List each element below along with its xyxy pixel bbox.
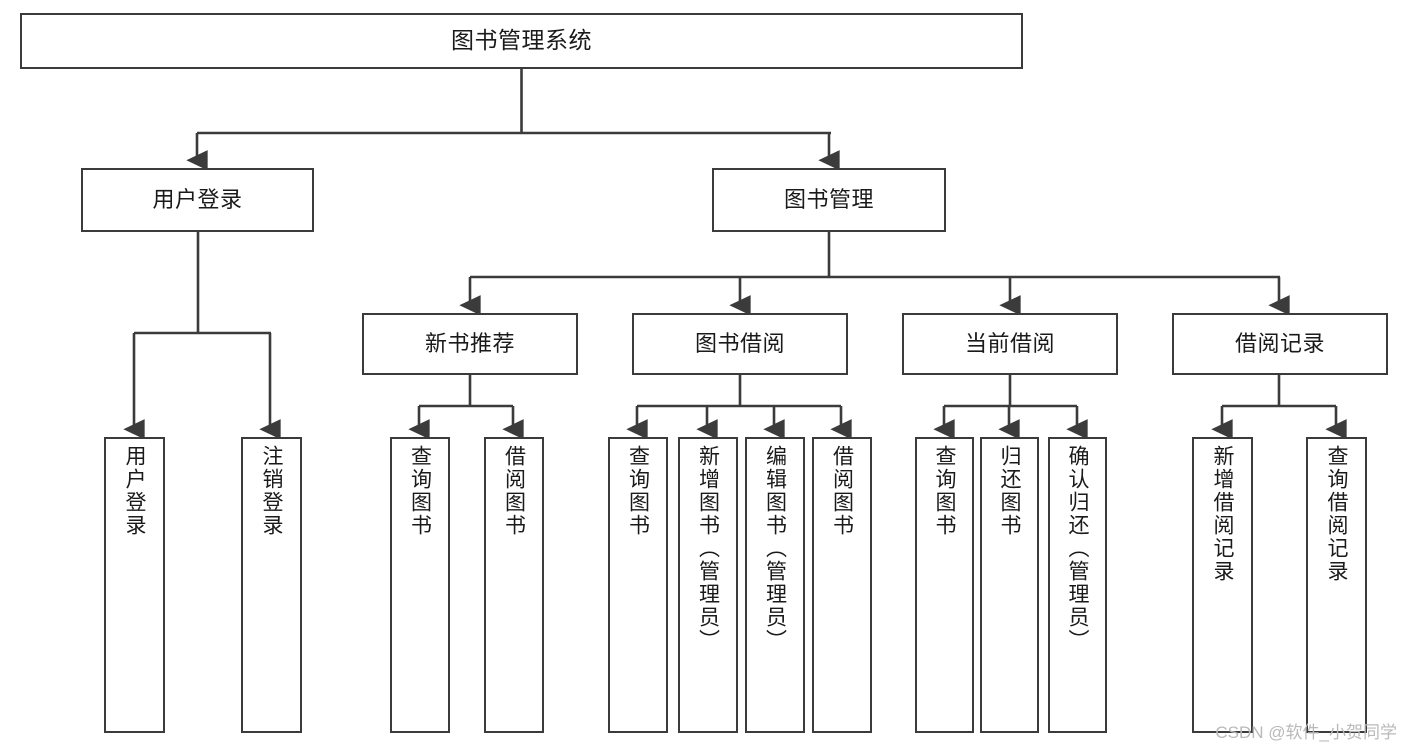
node-leaf-borrow-book[interactable]: 借阅图书 (812, 437, 872, 733)
node-root-book-management-system[interactable]: 图书管理系统 (20, 13, 1023, 69)
node-leaf-add-borrow-record[interactable]: 新增借阅记录 (1192, 437, 1253, 733)
node-leaf-query-borrow-record[interactable]: 查询借阅记录 (1306, 437, 1367, 733)
node-label: 新增借阅记录 (1211, 445, 1234, 583)
node-new-book-recommend[interactable]: 新书推荐 (362, 313, 578, 375)
node-label: 借阅图书 (830, 445, 854, 537)
node-leaf-return-book[interactable]: 归还图书 (980, 437, 1039, 733)
node-label: 借阅图书 (502, 445, 526, 537)
node-label: 查询借阅记录 (1325, 445, 1348, 583)
node-label: 当前借阅 (964, 331, 1055, 357)
node-label: 查询图书 (933, 445, 956, 537)
node-leaf-logout-login[interactable]: 注销登录 (241, 437, 302, 733)
node-label: 图书管理 (783, 187, 874, 213)
node-leaf-add-book-admin[interactable]: 新增图书（管理员） (678, 437, 738, 733)
node-label: 编辑图书（管理员） (763, 445, 787, 652)
node-label: 用户登录 (152, 187, 243, 213)
node-label: 图书借阅 (694, 331, 785, 357)
node-leaf-borrow-book-recommend[interactable]: 借阅图书 (484, 437, 544, 733)
node-leaf-user-login[interactable]: 用户登录 (104, 437, 165, 733)
node-label: 图书管理系统 (451, 27, 592, 54)
node-leaf-query-book-recommend[interactable]: 查询图书 (390, 437, 450, 733)
node-label: 注销登录 (260, 445, 283, 537)
node-label: 用户登录 (123, 445, 146, 537)
watermark-csdn: CSDN @软件_小贺同学 (1215, 723, 1397, 742)
node-label: 新增图书（管理员） (696, 445, 720, 652)
node-leaf-query-book-current[interactable]: 查询图书 (915, 437, 974, 733)
node-leaf-confirm-return-admin[interactable]: 确认归还（管理员） (1048, 437, 1107, 733)
node-label: 查询图书 (408, 445, 432, 537)
node-book-borrow[interactable]: 图书借阅 (632, 313, 848, 375)
node-label: 确认归还（管理员） (1066, 445, 1089, 652)
node-label: 查询图书 (626, 445, 650, 537)
node-label: 借阅记录 (1234, 331, 1325, 357)
node-borrow-record[interactable]: 借阅记录 (1172, 313, 1388, 375)
node-label: 归还图书 (998, 445, 1021, 537)
node-current-borrow[interactable]: 当前借阅 (902, 313, 1118, 375)
node-label: 新书推荐 (424, 331, 515, 357)
node-leaf-edit-book-admin[interactable]: 编辑图书（管理员） (745, 437, 805, 733)
node-book-manage[interactable]: 图书管理 (712, 168, 946, 232)
node-leaf-query-book-borrow[interactable]: 查询图书 (608, 437, 668, 733)
node-user-login[interactable]: 用户登录 (81, 168, 314, 232)
